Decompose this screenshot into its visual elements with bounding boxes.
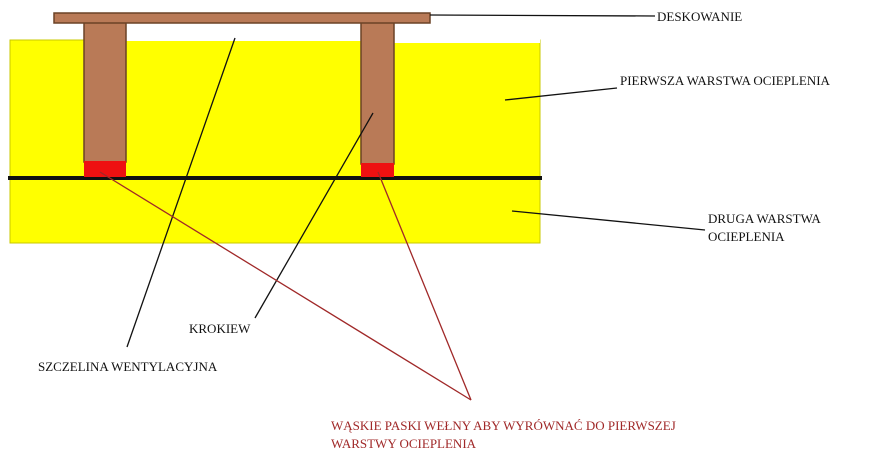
second-insulation-layer xyxy=(9,178,541,244)
sheathing-board xyxy=(53,12,431,24)
rafter-right xyxy=(360,21,395,165)
wool-strip-left xyxy=(84,161,126,177)
label-krokiew: KROKIEW xyxy=(189,321,251,336)
leader-krokiew xyxy=(254,112,374,319)
label-pierwsza-warstwa: PIERWSZA WARSTWA OCIEPLENIA xyxy=(620,73,830,88)
rafter-left xyxy=(83,21,127,163)
label-druga-warstwa-line1: DRUGA WARSTWA xyxy=(708,211,821,226)
label-druga-warstwa-line2: OCIEPLENIA xyxy=(708,229,785,244)
label-szczelina: SZCZELINA WENTYLACYJNA xyxy=(38,359,218,374)
label-paski-line1: WĄSKIE PASKI WEŁNY ABY WYRÓWNAĆ DO PIERW… xyxy=(331,418,676,433)
ventilation-gap-right xyxy=(394,27,540,43)
leader-druga-warstwa xyxy=(511,210,706,231)
leader-pierwsza-warstwa xyxy=(504,87,618,101)
wool-strip-right xyxy=(361,163,394,177)
leader-paski-right xyxy=(377,171,472,401)
leader-paski-left xyxy=(99,171,472,401)
label-deskowanie: DESKOWANIE xyxy=(657,9,743,24)
ventilation-gap-left xyxy=(126,27,361,41)
layer-divider-line xyxy=(8,176,542,180)
label-paski-line2: WARSTWY OCIEPLENIA xyxy=(331,436,477,451)
leader-szczelina xyxy=(126,37,236,348)
leader-deskowanie xyxy=(429,14,656,17)
